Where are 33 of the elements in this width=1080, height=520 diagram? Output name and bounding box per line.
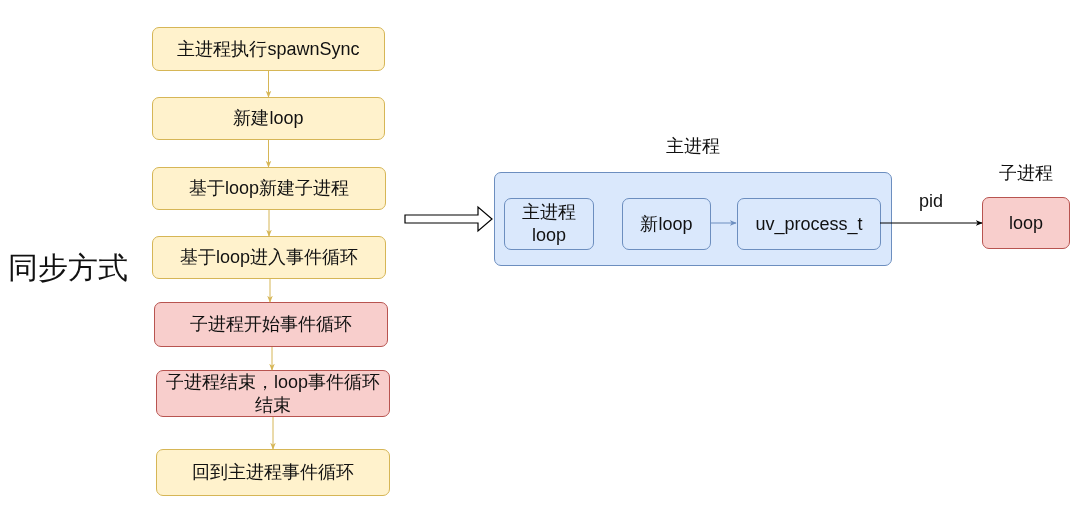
side-label: 同步方式 (8, 250, 128, 286)
box-text: 主进程 loop (521, 201, 577, 247)
block-arrow (404, 205, 493, 233)
process-box (154, 302, 388, 347)
process-box (737, 198, 881, 250)
process-box (156, 449, 390, 496)
box-text: 子进程开始事件循环 (190, 313, 352, 336)
arrow (269, 346, 275, 371)
box-text: 基于loop进入事件循环 (180, 246, 358, 269)
box-text: 子进程结束，loop事件循环结束 (165, 370, 381, 417)
arrow (879, 220, 983, 226)
box-text: 新建loop (233, 107, 304, 130)
box-text: uv_process_t (755, 212, 863, 236)
arrow (265, 139, 272, 168)
process-box (622, 198, 711, 250)
box-text: 主进程执行spawnSync (177, 37, 360, 61)
process-box (152, 236, 386, 279)
process-box (152, 97, 385, 140)
box-text: 新loop (640, 212, 693, 236)
arrow (709, 220, 737, 226)
process-box (504, 198, 594, 250)
arrow (270, 416, 276, 450)
process-box (152, 167, 386, 210)
arrow (265, 70, 272, 98)
box-text: 基于loop新建子进程 (189, 177, 349, 200)
box-text: 回到主进程事件循环 (192, 461, 354, 484)
edge-label: pid (918, 191, 944, 212)
arrow (267, 278, 273, 303)
process-box (152, 27, 385, 71)
arrow (266, 209, 272, 237)
box-text: loop (1009, 211, 1043, 235)
box-heading: 主进程 (665, 135, 721, 158)
box-heading: 子进程 (998, 162, 1054, 185)
